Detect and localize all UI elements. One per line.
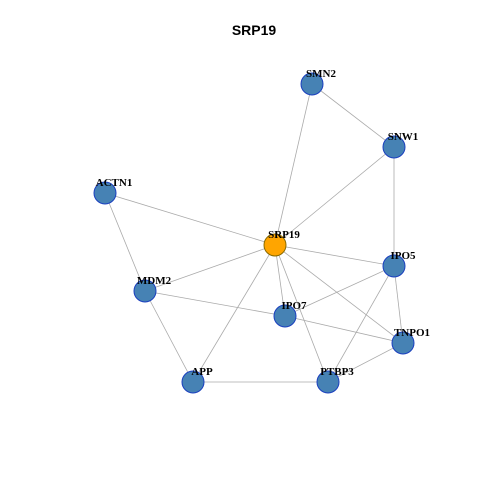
node-label: APP (191, 366, 213, 378)
edge-ipo5-tnpo1 (393, 265, 404, 344)
node-label: MDM2 (137, 275, 172, 287)
node-label: IPO5 (390, 250, 416, 262)
node-circle[interactable] (133, 279, 157, 303)
node-circle[interactable] (273, 304, 297, 328)
node-mdm2[interactable]: MDM2 (133, 275, 172, 303)
node-circle[interactable] (300, 72, 324, 96)
node-label: PTBP3 (320, 366, 354, 378)
node-circle[interactable] (316, 370, 340, 394)
node-srp19[interactable]: SRP19 (263, 229, 300, 257)
node-label: SNW1 (388, 131, 419, 143)
node-ptbp3[interactable]: PTBP3 (316, 366, 354, 394)
node-label: ACTN1 (96, 177, 133, 189)
node-snw1[interactable]: SNW1 (382, 131, 419, 159)
node-circle[interactable] (93, 181, 117, 205)
node-actn1[interactable]: ACTN1 (93, 177, 133, 205)
node-label: SMN2 (306, 68, 336, 80)
edge-mdm2-ipo7 (144, 290, 286, 317)
node-circle[interactable] (181, 370, 205, 394)
edge-actn1-srp19 (104, 192, 276, 246)
edge-srp19-ptbp3 (274, 244, 329, 383)
node-circle[interactable] (391, 331, 415, 355)
node-circle[interactable] (263, 233, 287, 257)
edge-smn2-snw1 (311, 83, 395, 148)
node-app[interactable]: APP (181, 366, 213, 394)
diagram-title: SRP19 (232, 22, 277, 38)
node-tnpo1[interactable]: TNPO1 (391, 327, 430, 355)
node-ipo7[interactable]: IPO7 (273, 300, 307, 328)
edge-actn1-mdm2 (104, 192, 146, 292)
node-ipo5[interactable]: IPO5 (382, 250, 416, 278)
edge-smn2-srp19 (274, 83, 313, 246)
edge-ipo5-ptbp3 (327, 265, 395, 383)
node-label: TNPO1 (394, 327, 430, 339)
node-label: SRP19 (268, 229, 300, 241)
edge-srp19-ipo5 (274, 244, 395, 267)
node-circle[interactable] (382, 254, 406, 278)
edge-ipo5-ipo7 (284, 265, 395, 317)
edge-ipo7-tnpo1 (284, 315, 404, 344)
edge-mdm2-app (144, 290, 194, 383)
edge-tnpo1-ptbp3 (327, 342, 404, 383)
edge-srp19-app (192, 244, 276, 383)
edge-snw1-srp19 (274, 146, 395, 246)
node-smn2[interactable]: SMN2 (300, 68, 336, 96)
edge-srp19-ipo7 (274, 244, 286, 317)
edge-srp19-tnpo1 (274, 244, 404, 344)
node-circle[interactable] (382, 135, 406, 159)
node-label: IPO7 (281, 300, 307, 312)
edge-layer (104, 83, 404, 383)
edge-srp19-mdm2 (144, 244, 276, 292)
